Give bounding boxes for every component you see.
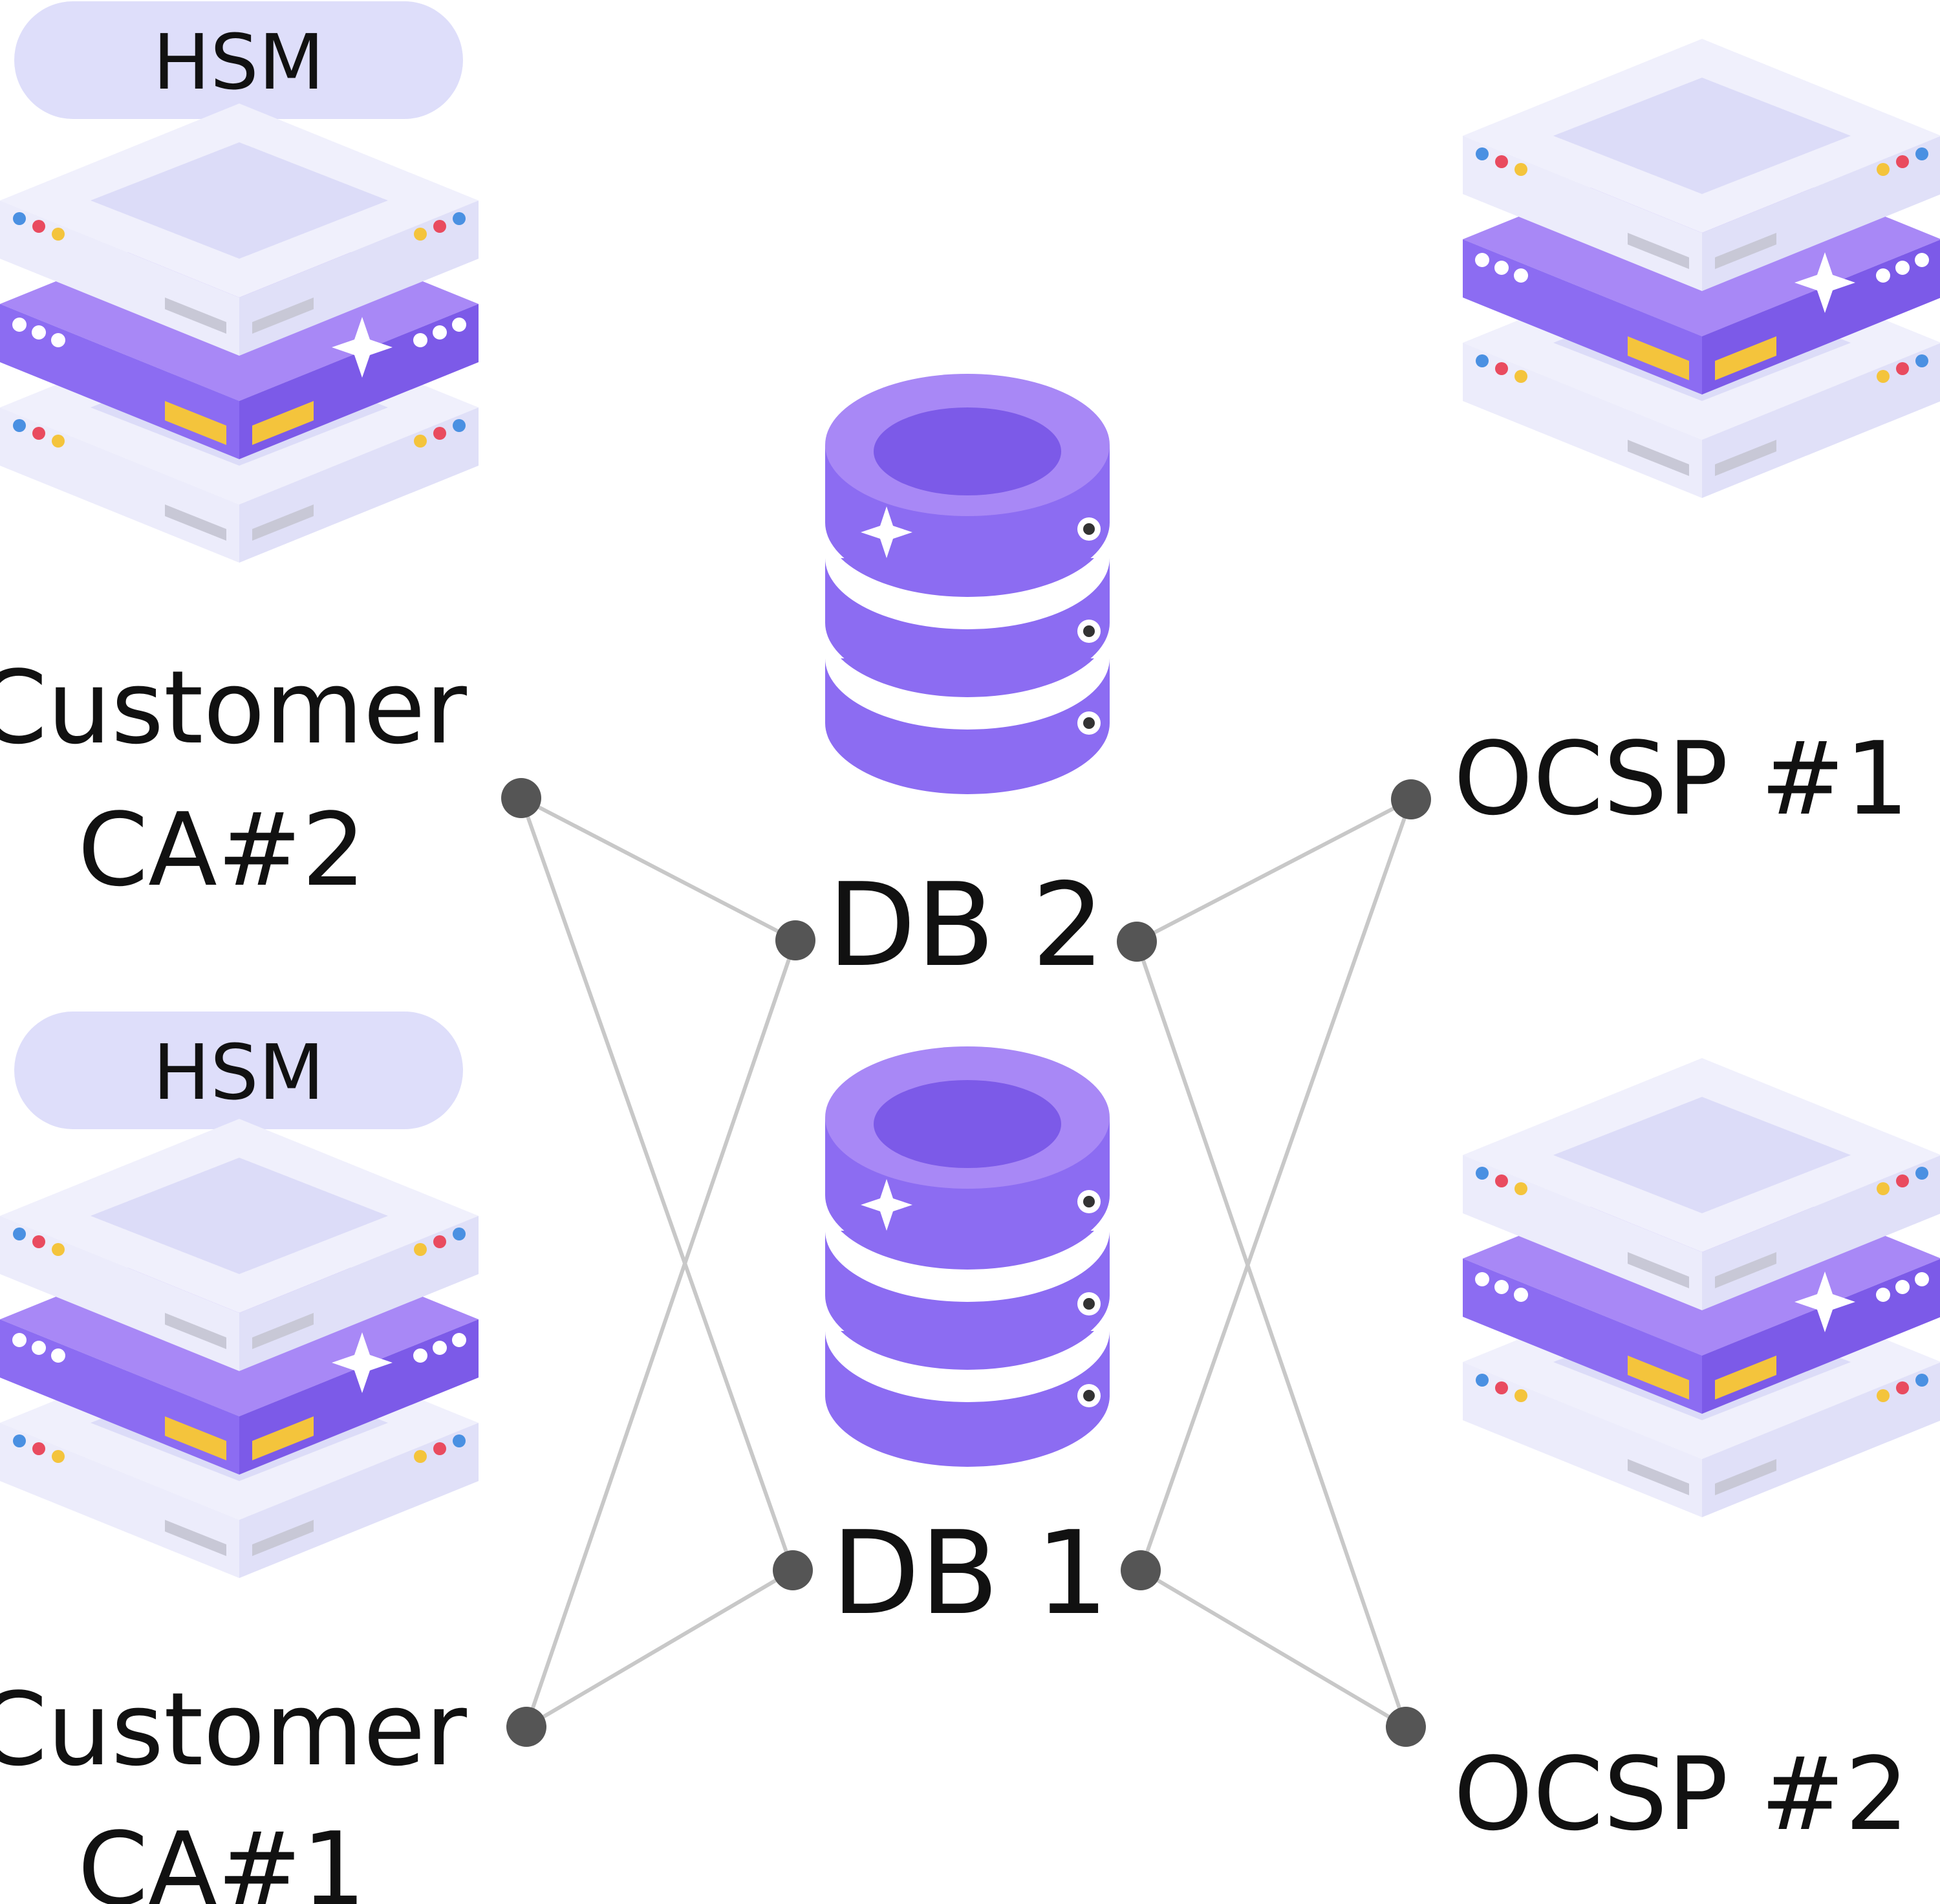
hsm-badge-label: HSM	[153, 1028, 324, 1117]
endpoint-ca2	[501, 778, 541, 818]
endpoint-ocsp2	[1386, 1707, 1426, 1747]
hsm-badge: HSM	[14, 1, 463, 119]
endpoint-db2-right	[1117, 922, 1157, 962]
endpoint-ca1	[506, 1707, 546, 1747]
link-db2-ocsp2	[1135, 941, 1408, 1727]
node-label-line1: Customer	[0, 649, 468, 766]
server-stack-icon	[0, 1119, 479, 1578]
server-stack-icon	[0, 103, 479, 563]
link-ca1-db2	[524, 940, 797, 1727]
link-ca2-db2	[520, 796, 797, 942]
ocsp1-node: OCSP #1	[1454, 39, 1940, 838]
customer-ca1-node: HSM Customer CA#1	[0, 1012, 479, 1904]
endpoint-ocsp1	[1391, 779, 1431, 819]
ocsp2-node: OCSP #2	[1454, 1058, 1940, 1853]
db1-node: DB 1	[825, 1046, 1110, 1640]
database-icon	[825, 1046, 1110, 1467]
db-label: DB 2	[827, 858, 1105, 992]
link-db1-ocsp1	[1139, 799, 1413, 1571]
link-ca2-db1	[519, 797, 795, 1571]
link-ca1-db1	[525, 1568, 794, 1729]
node-label: OCSP #2	[1454, 1735, 1909, 1853]
node-label-line2: CA#1	[78, 1810, 366, 1904]
hsm-badge: HSM	[14, 1012, 463, 1129]
link-db1-ocsp2	[1139, 1568, 1407, 1729]
connections	[519, 796, 1413, 1729]
database-icon	[825, 374, 1110, 794]
server-stack-icon	[1463, 39, 1940, 498]
db2-node: DB 2	[825, 374, 1110, 992]
endpoint-db1-right	[1121, 1550, 1161, 1590]
endpoint-db2-left	[775, 920, 815, 960]
node-label-line2: CA#2	[78, 791, 366, 909]
node-label: OCSP #1	[1454, 720, 1909, 838]
link-db2-ocsp1	[1136, 797, 1412, 944]
hsm-badge-label: HSM	[153, 17, 324, 107]
db-label: DB 1	[831, 1506, 1108, 1640]
customer-ca2-node: HSM Customer CA#2	[0, 1, 479, 909]
connection-endpoints	[501, 778, 1431, 1747]
endpoint-db1-left	[773, 1550, 813, 1590]
node-label-line1: Customer	[0, 1671, 468, 1788]
server-stack-icon	[1463, 1058, 1940, 1517]
